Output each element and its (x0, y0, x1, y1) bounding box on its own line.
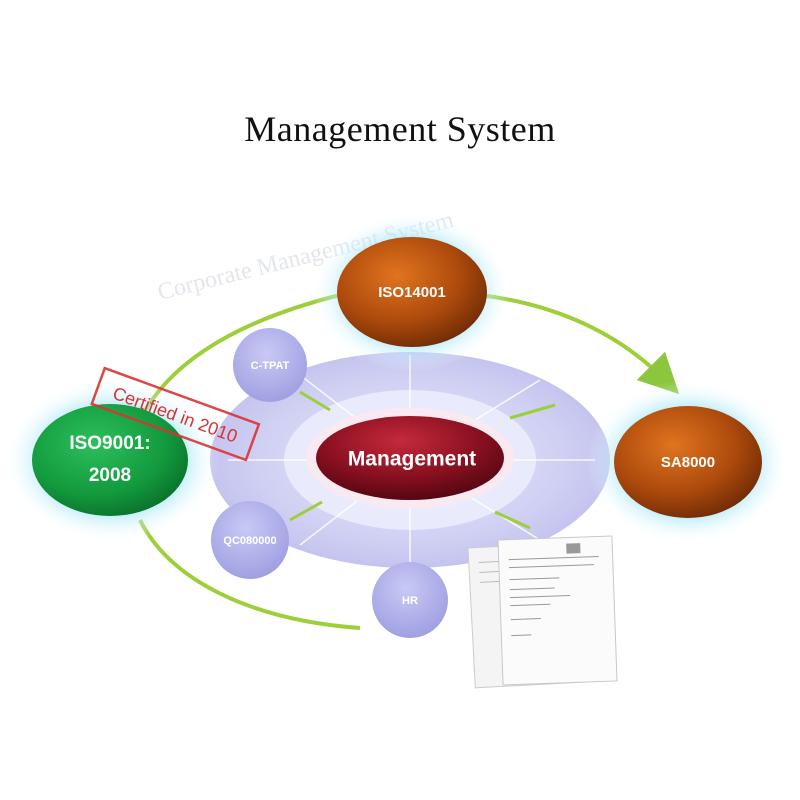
spoke-accents (289, 390, 556, 530)
arc-bottom-left (138, 519, 361, 630)
iso9001-node (32, 404, 188, 516)
center-node (316, 416, 504, 500)
ctpat-label: C-TPAT (251, 360, 290, 372)
iso9001-label-line2: 2008 (89, 465, 131, 486)
iso9001-label-line1: ISO9001: (69, 433, 150, 454)
iso14001-label: ISO14001 (378, 284, 446, 301)
page-title: Management System (244, 109, 556, 149)
sa8000-label: SA8000 (661, 454, 715, 471)
qc080000-node (211, 501, 289, 579)
iso14001-node (337, 237, 487, 347)
certificate-front-page (497, 535, 618, 686)
sa8000-node (614, 406, 762, 518)
qc080000-label: QC080000 (223, 535, 276, 547)
hr-label: HR (402, 595, 418, 607)
certificate-documents (467, 535, 618, 689)
hr-node (372, 562, 448, 638)
ctpat-node (233, 328, 307, 402)
center-node-label: Management (348, 448, 476, 471)
